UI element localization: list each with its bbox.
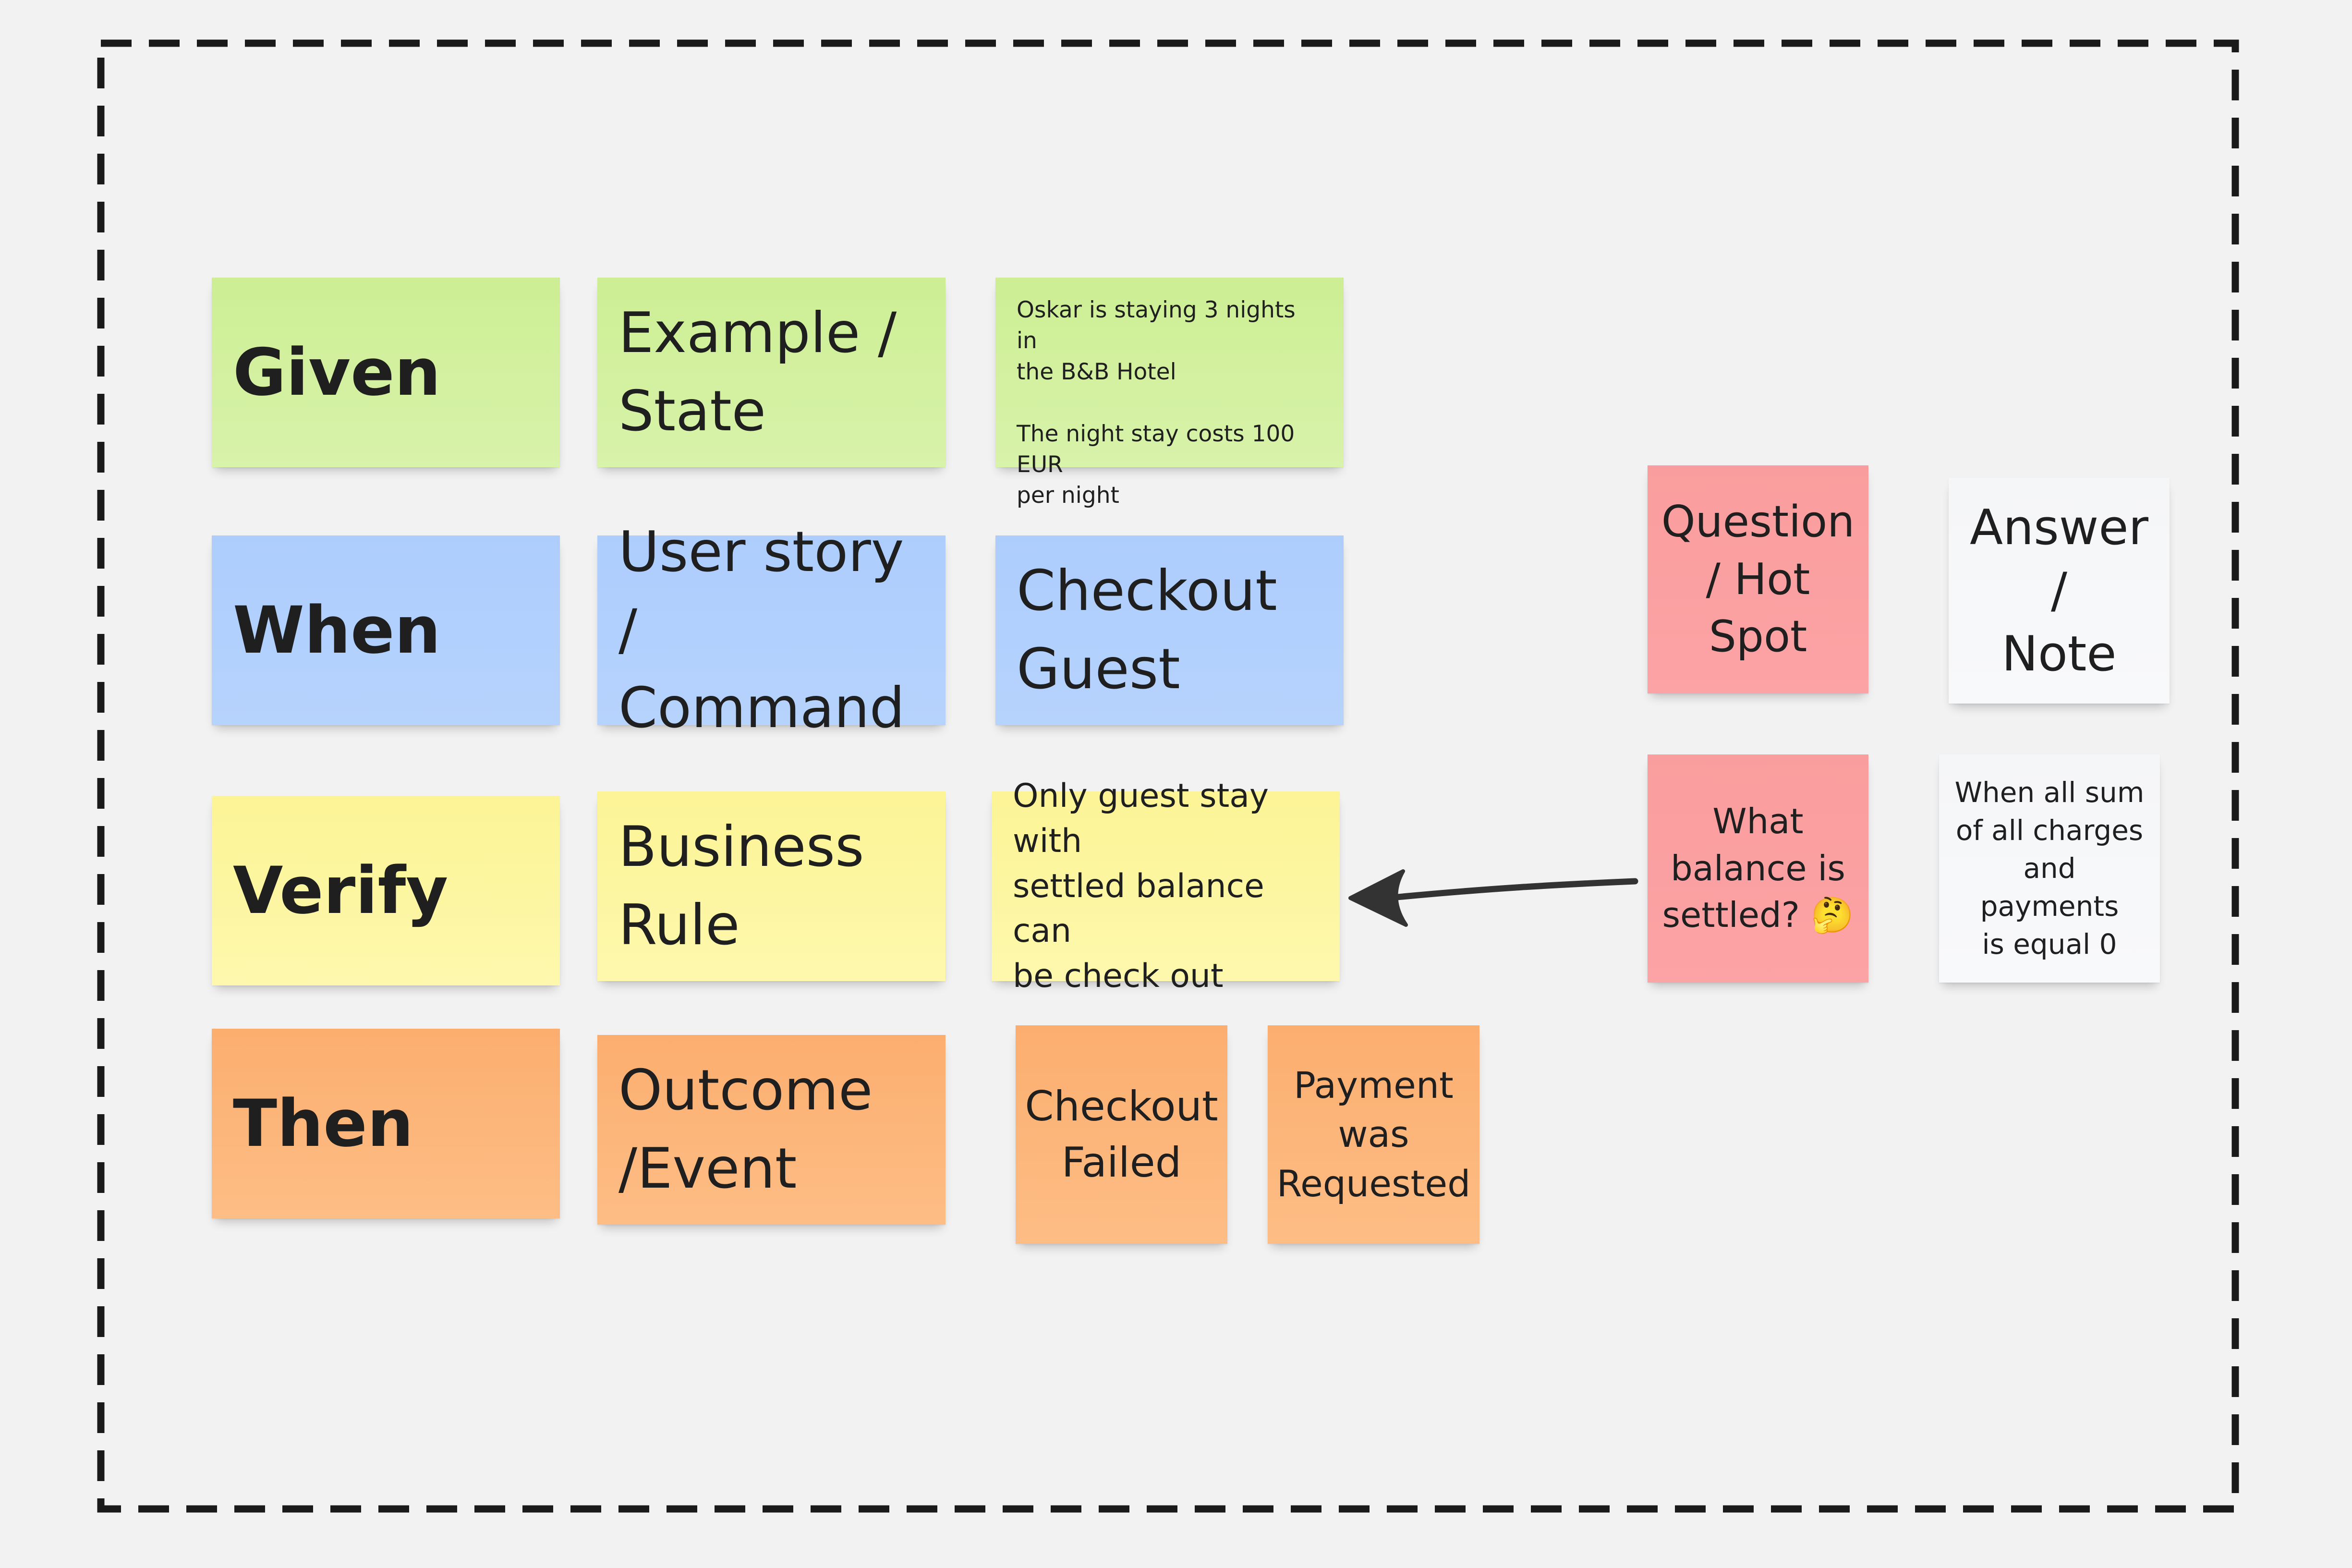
business-rule-category-sticky[interactable]: Business Rule	[597, 791, 946, 981]
checkout-failed-event-text: Checkout Failed	[1025, 1082, 1218, 1187]
hotspot-question-text: What balance is settled? 🤔	[1662, 801, 1854, 936]
business-rule-category: Business Rule	[618, 814, 864, 958]
verify-label-sticky[interactable]: Verify	[212, 796, 560, 985]
then-label-sticky[interactable]: Then	[212, 1029, 560, 1218]
example-state-category: Example / State	[618, 301, 897, 444]
checkout-guest-command-sticky[interactable]: Checkout Guest	[995, 535, 1344, 725]
answer-note-legend-sticky[interactable]: Answer / Note	[1949, 478, 2170, 704]
verify-label: Verify	[233, 852, 449, 928]
given-example-text: Oskar is staying 3 nights in the B&B Hot…	[1017, 297, 1296, 509]
hotspot-question-sticky[interactable]: What balance is settled? 🤔	[1648, 754, 1868, 983]
connector-line[interactable]	[1394, 878, 1638, 900]
payment-requested-event-sticky[interactable]: Payment was Requested	[1268, 1025, 1479, 1244]
outcome-event-category: Outcome /Event	[618, 1058, 873, 1201]
user-story-command-category-sticky[interactable]: User story / Command	[597, 520, 946, 741]
arrow-connector[interactable]	[1348, 869, 1638, 927]
hotspot-answer-text: When all sum of all charges and payments…	[1954, 776, 2145, 960]
then-label: Then	[233, 1085, 413, 1161]
payment-requested-event-text: Payment was Requested	[1276, 1063, 1471, 1205]
business-rule-example-text: Only guest stay with settled balance can…	[1013, 777, 1269, 996]
given-label-sticky[interactable]: Given	[212, 278, 560, 467]
given-label: Given	[233, 334, 441, 410]
example-state-category-sticky[interactable]: Example / State	[597, 278, 946, 467]
question-hotspot-legend-text: Question / Hot Spot	[1661, 496, 1855, 662]
checkout-guest-command-text: Checkout Guest	[1017, 559, 1277, 702]
checkout-failed-event-sticky[interactable]: Checkout Failed	[1016, 1025, 1227, 1244]
business-rule-example-sticky[interactable]: Only guest stay with settled balance can…	[992, 777, 1340, 995]
outcome-event-category-sticky[interactable]: Outcome /Event	[597, 1035, 946, 1225]
hotspot-answer-sticky[interactable]: When all sum of all charges and payments…	[1939, 754, 2160, 983]
answer-note-legend-text: Answer / Note	[1970, 499, 2148, 682]
when-label: When	[233, 592, 441, 668]
user-story-command-category: User story / Command	[618, 519, 905, 741]
question-hotspot-legend-sticky[interactable]: Question / Hot Spot	[1648, 465, 1868, 693]
arrowhead-icon	[1348, 869, 1408, 927]
given-example-sticky[interactable]: Oskar is staying 3 nights in the B&B Hot…	[995, 278, 1344, 509]
when-label-sticky[interactable]: When	[212, 535, 560, 725]
frame-border	[97, 39, 2239, 1513]
